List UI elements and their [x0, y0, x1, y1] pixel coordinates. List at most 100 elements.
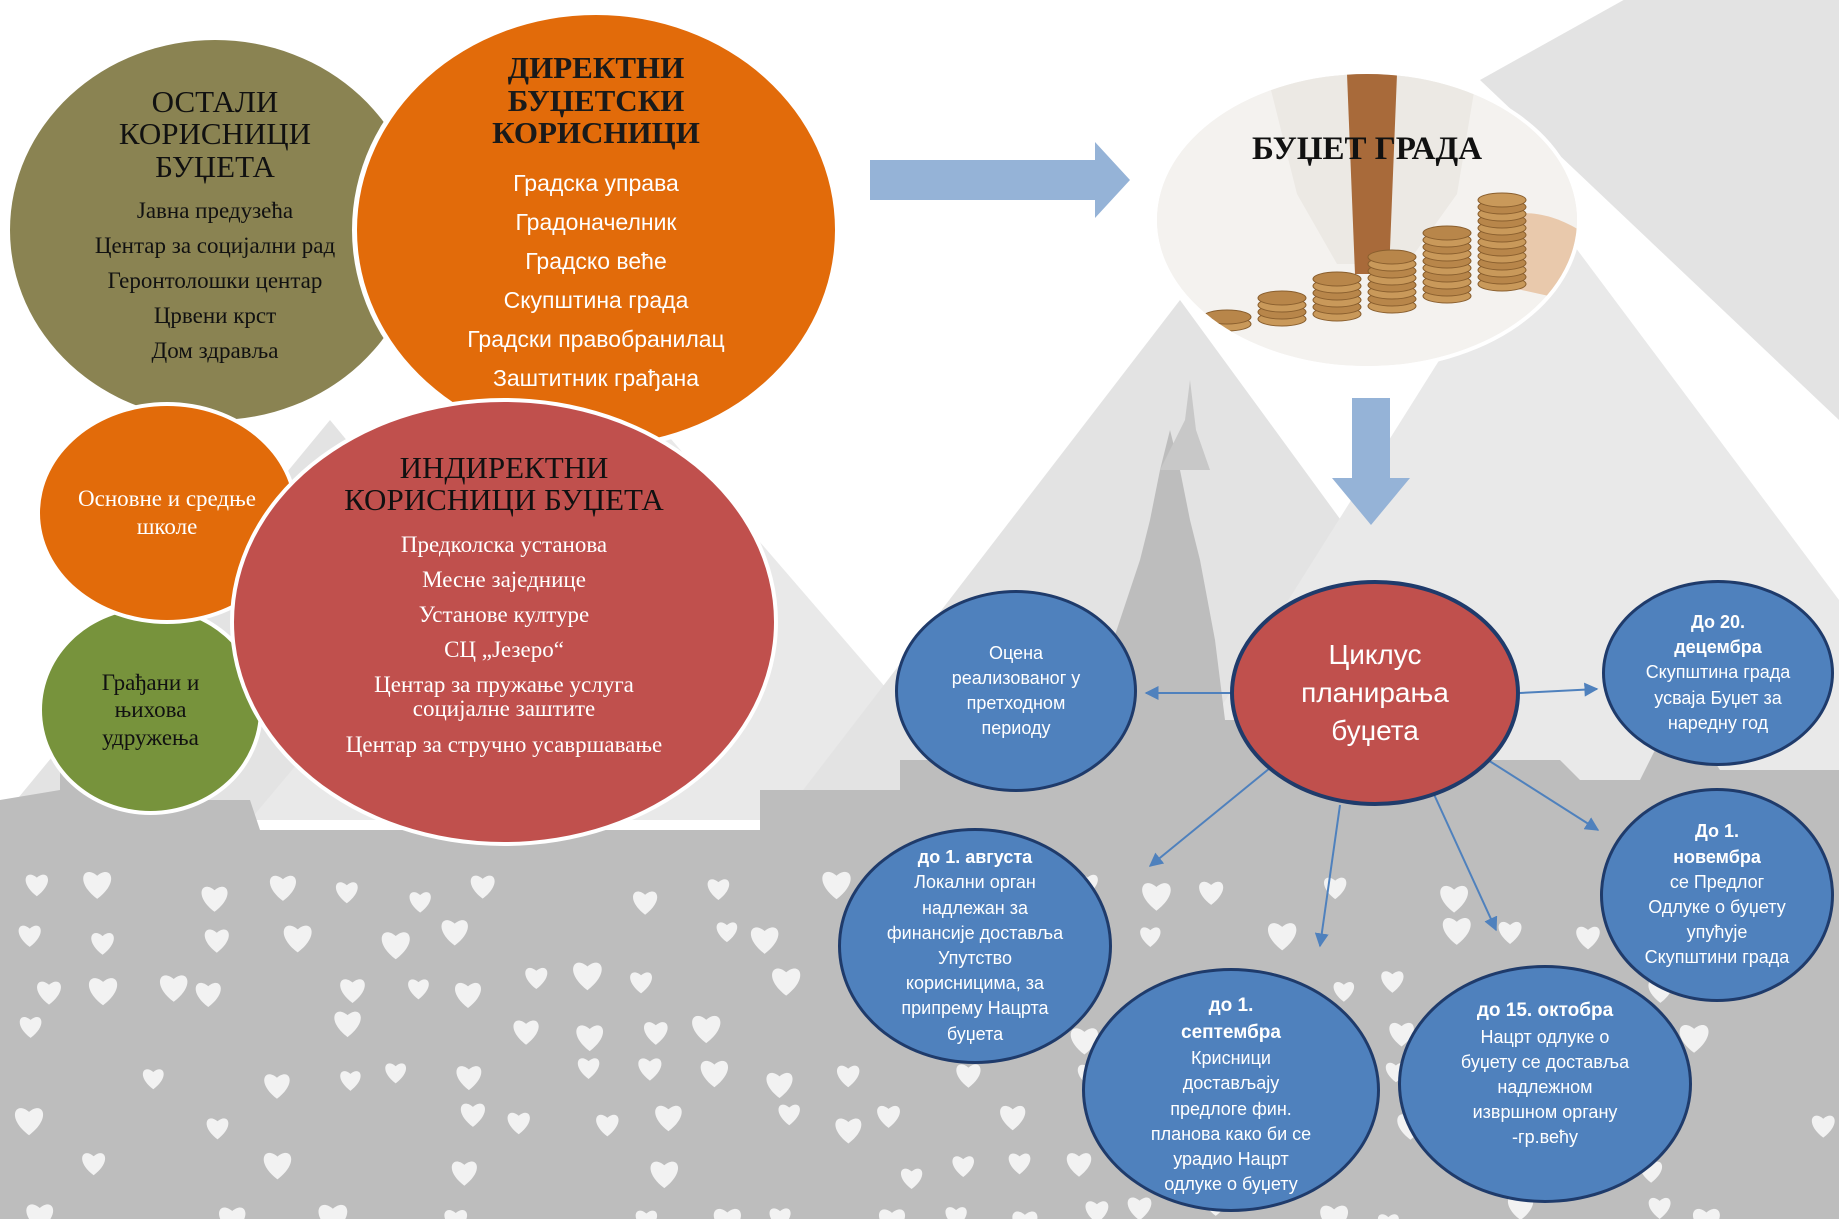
heart-shape — [633, 891, 658, 915]
avgust-head: до 1. августа — [917, 847, 1033, 868]
heart-shape — [945, 1207, 967, 1219]
skole-label: Основне и средње школе — [78, 486, 256, 539]
heart-shape — [1199, 881, 1224, 905]
direktni-item: Градско веће — [525, 247, 667, 274]
ostali-item: Геронтолошки центар — [107, 268, 323, 294]
cycle-center-bubble: Циклус планирања буџета — [1230, 580, 1520, 806]
heart-shape — [1442, 918, 1471, 945]
heart-shape — [1000, 1105, 1026, 1131]
direktni-title: ДИРЕКТНИ БУЏЕТСКИ КОРИСНИЦИ — [492, 50, 700, 151]
heart-shape — [456, 1066, 482, 1091]
heart-shape — [441, 920, 468, 946]
heart-shape — [381, 932, 410, 960]
heart-shape — [630, 972, 652, 994]
heart-shape — [1811, 1115, 1835, 1138]
ostali-korisnici-bubble: ОСТАЛИ КОРИСНИЦИ БУЏЕТА Јавна предузећа … — [10, 40, 420, 420]
heart-shape — [577, 1058, 600, 1080]
heart-shape — [1378, 1214, 1399, 1219]
budzet-grada-title: БУЏЕТ ГРАДА — [1251, 131, 1483, 167]
ostali-item: Центар за социјални рад — [94, 233, 336, 259]
heart-shape — [37, 981, 61, 1005]
heart-shape — [835, 1118, 862, 1144]
decembar-body: Скупштина града усваја Буџет за наредну … — [1645, 662, 1791, 733]
direktni-item: Градоначелник — [515, 208, 677, 235]
coin — [1202, 309, 1252, 325]
cycle-node-oktobar: до 15. октобра Нацрт одлуке о буџету се … — [1398, 965, 1692, 1203]
cycle-center-label: Циклус планирања буџета — [1301, 639, 1449, 746]
coin — [1477, 192, 1527, 208]
arrow-to-decembar — [1519, 682, 1599, 697]
indirektni-title: ИНДИРЕКТНИ КОРИСНИЦИ БУЏЕТА — [344, 449, 664, 518]
ostali-item: Јавна предузећа — [136, 198, 294, 224]
heart-shape — [877, 1105, 900, 1128]
heart-shape — [700, 1060, 729, 1088]
indirektni-item: Месне заједнице — [422, 566, 586, 592]
heart-shape — [455, 982, 482, 1008]
heart-shape — [769, 1208, 791, 1219]
heart-shape — [318, 1204, 348, 1219]
arrow-to-oktobar — [1431, 789, 1498, 932]
heart-shape — [1320, 1205, 1349, 1219]
cycle-node-novembar: До 1. новембра се Предлог Одлуке о буџет… — [1600, 788, 1834, 1002]
heart-shape — [952, 1156, 975, 1177]
indirektni-item: Центар за стручно усавршавање — [345, 732, 663, 758]
heart-shape — [1648, 1197, 1671, 1219]
heart-shape — [88, 978, 118, 1006]
heart-shape — [206, 1118, 229, 1140]
direktni-item: Заштитник грађана — [492, 364, 700, 391]
heart-shape — [778, 1104, 800, 1126]
avgust-body: Локални орган надлежан за финансије дост… — [886, 872, 1064, 1044]
indirektni-item: Предколска установа — [400, 531, 608, 557]
arrow-down-to-cycle — [1332, 398, 1410, 525]
heart-shape — [408, 979, 429, 1000]
heart-shape — [513, 1020, 539, 1045]
heart-shape — [195, 982, 221, 1008]
heart-shape — [576, 1025, 604, 1052]
heart-shape — [1008, 1153, 1031, 1175]
city-skyline — [0, 380, 1839, 1219]
heart-shape — [335, 882, 358, 904]
novembar-body: се Предлог Одлуке о буџету упућује Скупш… — [1644, 871, 1790, 968]
heart-shape — [692, 1015, 721, 1044]
tower-spire — [1160, 380, 1210, 470]
heart-shape — [470, 875, 495, 899]
heart-shape — [644, 1022, 668, 1045]
heart-shape — [340, 979, 365, 1003]
decembar-head: До 20. децембра — [1674, 612, 1762, 658]
heart-shape — [1066, 1153, 1092, 1177]
septembar-body: Крисници достављају предлоге фин. планов… — [1150, 1048, 1312, 1195]
direktni-item: Скупштина града — [503, 286, 689, 313]
heart-shape — [507, 1112, 530, 1135]
heart-shape — [956, 1064, 981, 1088]
arrow-to-novembar — [1479, 754, 1600, 831]
heart-shape — [451, 1161, 477, 1186]
heart-shape — [713, 1208, 741, 1219]
heart-shape — [650, 1161, 679, 1189]
indirektni-korisnici-bubble: ИНДИРЕКТНИ КОРИСНИЦИ БУЏЕТА Предколска у… — [230, 398, 778, 846]
heart-shape — [772, 968, 801, 996]
heart-shape — [1267, 923, 1297, 951]
heart-shape — [263, 1152, 292, 1180]
heart-shape — [283, 925, 312, 953]
indirektni-item: СЦ „Језеро“ — [444, 636, 564, 662]
heart-shape — [766, 1072, 793, 1099]
cycle-node-septembar: до 1. септембра Крисници достављају пред… — [1082, 968, 1380, 1212]
indirektni-item: Центар за пружање услуга социјалне зашти… — [374, 671, 634, 722]
heart-shape — [1140, 927, 1161, 947]
coin — [1312, 271, 1362, 287]
arrow-right-to-budget — [870, 142, 1130, 218]
heart-shape — [159, 975, 188, 1002]
heart-shape — [525, 967, 548, 990]
septembar-head: до 1. септембра — [1181, 995, 1281, 1043]
heart-shape — [638, 1058, 662, 1081]
skole-bubble: Основне и средње школе — [36, 402, 298, 624]
heart-shape — [836, 1065, 860, 1088]
heart-shape — [1333, 982, 1355, 1002]
heart-shape — [25, 874, 49, 897]
ostali-title: ОСТАЛИ КОРИСНИЦИ БУЏЕТА — [118, 83, 312, 184]
heart-shape — [750, 927, 779, 954]
direktni-item: Градски правобранилац — [467, 325, 725, 352]
heart-shape — [19, 1017, 42, 1038]
heart-shape — [1498, 921, 1522, 944]
